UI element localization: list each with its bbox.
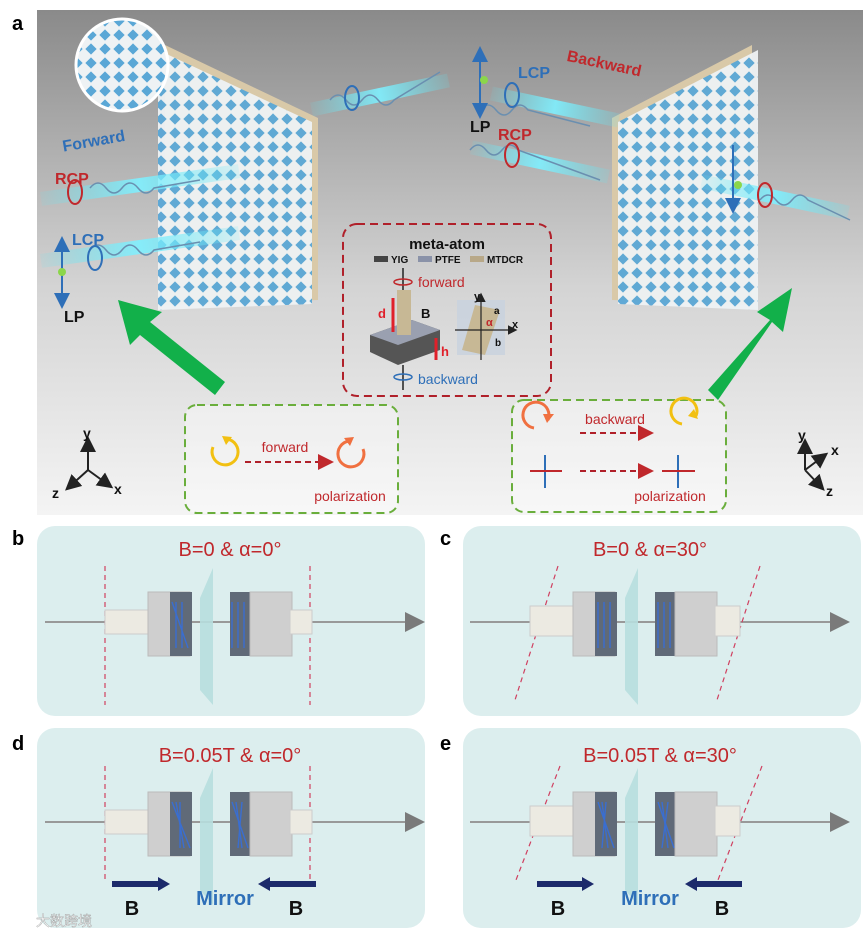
panel-label-d: d (12, 733, 24, 755)
right-polarization-box (511, 399, 727, 513)
axes-right (797, 438, 829, 491)
meta-b-field-label: B (421, 306, 430, 321)
legend-mtdcr: MTDCR (487, 255, 524, 266)
panel-e-b-right: B (715, 898, 729, 920)
meta-atom-title: meta-atom (409, 236, 485, 253)
rcp-label-right: RCP (498, 127, 532, 144)
panel-b-drawing (45, 566, 425, 705)
right-box-polarization: polarization (634, 488, 706, 504)
meta-h-label: h (441, 344, 449, 359)
axes-left (65, 436, 114, 491)
lcp-label-right: LCP (518, 65, 550, 82)
axes-right-x: x (831, 442, 839, 458)
watermark: 大数跨境 (36, 913, 92, 929)
meta-atom-legend (374, 256, 484, 262)
polarization-rings (67, 82, 773, 271)
left-box-polarization: polarization (314, 488, 386, 504)
panel-d-b-right: B (289, 898, 303, 920)
panel-b-title: B=0 & α=0° (179, 539, 282, 561)
wave-lines (89, 71, 851, 256)
legend-yig: YIG (391, 255, 408, 266)
axes-left-y: y (83, 425, 91, 441)
panel-e-b-left: B (551, 898, 565, 920)
panel-e-title: B=0.05T & α=30° (583, 745, 737, 767)
lp-label-left: LP (64, 309, 85, 326)
panel-d-b-left: B (125, 898, 139, 920)
panel-label-c: c (440, 528, 451, 550)
meta-atom-box (342, 223, 552, 397)
meta-alpha-label: α (486, 317, 493, 329)
panel-label-b: b (12, 528, 24, 550)
meta-a-label: a (494, 306, 500, 317)
left-polarization-box (184, 404, 399, 514)
panel-d-title: B=0.05T & α=0° (159, 745, 302, 767)
panel-label-a: a (12, 13, 24, 35)
meta-b-label: b (495, 338, 501, 349)
legend-ptfe: PTFE (435, 255, 461, 266)
panel-e-mirror: Mirror (621, 888, 679, 910)
panel-e-drawing (470, 765, 850, 905)
left-box-forward: forward (262, 439, 309, 455)
axes-right-y: y (798, 427, 806, 443)
lcp-label-left: LCP (72, 232, 104, 249)
panel-label-e: e (440, 733, 451, 755)
left-box-icons (210, 436, 366, 470)
right-box-icons (521, 396, 699, 488)
axes-left-x: x (114, 481, 122, 497)
panel-c-drawing (470, 565, 850, 705)
right-metasurface (612, 45, 758, 310)
panel-d-drawing (45, 766, 425, 905)
meta-atom-drawing (370, 268, 518, 390)
meta-d-label: d (378, 306, 386, 321)
zoom-circle (74, 17, 170, 113)
panel-d-mirror: Mirror (196, 888, 254, 910)
green-arrows (118, 288, 792, 400)
rcp-label-left: RCP (55, 171, 89, 188)
axes-right-z: z (826, 483, 833, 499)
lp-label-right: LP (470, 119, 491, 136)
meta-x-label: x (512, 319, 519, 331)
panel-c-title: B=0 & α=30° (593, 539, 707, 561)
meta-y-label: y (474, 291, 481, 303)
axes-left-z: z (52, 485, 59, 501)
meta-forward-label: forward (418, 274, 465, 290)
meta-backward-label: backward (418, 371, 478, 387)
lp-markers (54, 46, 742, 309)
right-box-backward: backward (585, 411, 645, 427)
